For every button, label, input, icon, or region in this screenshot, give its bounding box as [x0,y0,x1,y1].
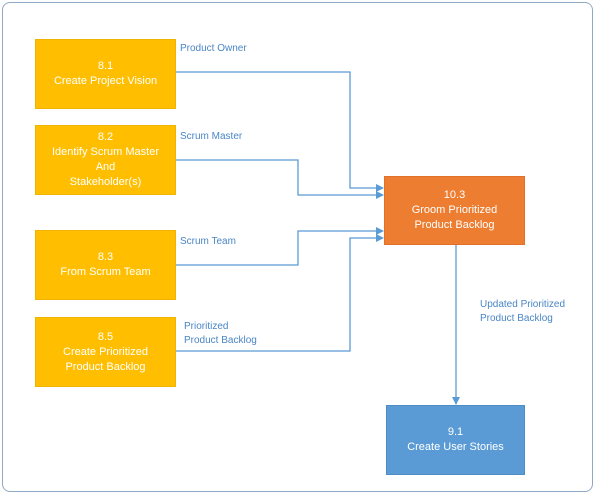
connector-8-1-to-10-3 [176,71,384,192]
edge-label-scrum-master: Scrum Master [180,131,243,142]
diagram-frame [2,2,593,492]
edge-label-product-owner: Product Owner [180,43,247,54]
node-label: Stakeholder(s) [69,176,142,188]
node-id: 8.3 [97,251,114,263]
connector-8-2-to-10-3 [176,159,384,199]
node-label: Product Backlog [414,219,495,231]
connector-8-5-to-10-3 [176,234,384,352]
node-id: 8.1 [97,60,114,72]
connector-8-3-to-10-3 [176,227,384,266]
edge-label-updated-backlog: Updated Prioritized Product Backlog [480,298,565,326]
node-label: Product Backlog [65,360,146,373]
node-label: From Scrum Team [60,266,151,278]
node-8-5[interactable]: 8.5 Create Prioritized Product Backlog [35,317,176,387]
node-9-1[interactable]: 9.1 Create User Stories [386,405,525,475]
node-label: Groom Prioritized [411,204,498,216]
node-label: Identify Scrum Master [52,146,159,158]
node-label: Create User Stories [407,441,504,453]
edge-label-prioritized-backlog: Prioritized Product Backlog [184,320,257,348]
node-10-3[interactable]: 10.3 Groom Prioritized Product Backlog [384,176,525,245]
node-label: Create Prioritized [63,345,148,358]
node-8-1[interactable]: 8.1 Create Project Vision [35,39,176,109]
edge-label-line: Updated Prioritized [480,299,566,310]
edge-label-scrum-team: Scrum Team [180,236,236,247]
node-8-2[interactable]: 8.2 Identify Scrum Master And Stakeholde… [35,125,176,195]
node-id: 10.3 [443,189,466,201]
edge-label-line: Product Backlog [480,313,553,324]
edge-label-line: Prioritized [184,321,229,332]
node-8-3[interactable]: 8.3 From Scrum Team [35,230,176,300]
node-id: 9.1 [447,426,464,438]
node-id: 8.5 [97,330,114,343]
edge-label-line: Product Backlog [184,335,257,346]
node-label: And [95,161,116,173]
node-id: 8.2 [97,131,114,143]
node-label: Create Project Vision [53,75,158,87]
